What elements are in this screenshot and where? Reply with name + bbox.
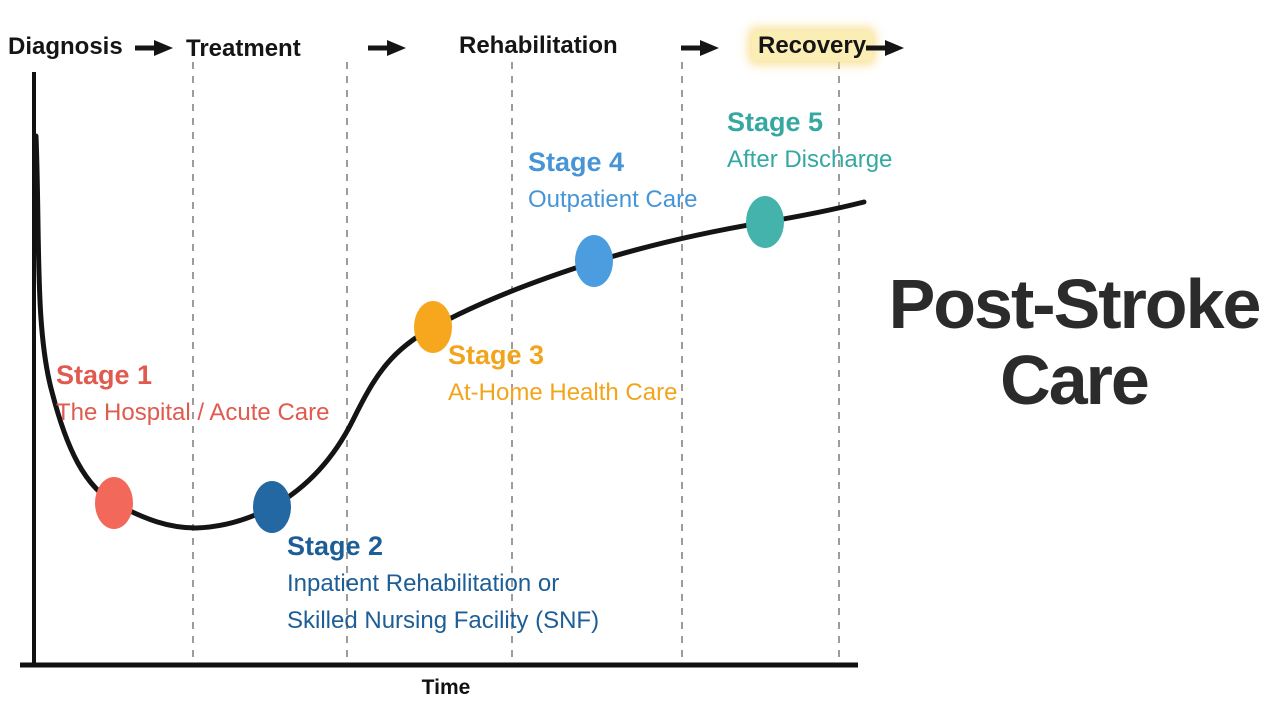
stage-5-description: After Discharge	[727, 146, 893, 173]
stage-4-name: Stage 4	[528, 147, 625, 177]
dashed-gridlines	[192, 62, 840, 663]
stage-5-dot	[746, 196, 784, 248]
stage-5-label-block: Stage 5 After Discharge	[727, 104, 892, 178]
flow-step-recovery: Recovery	[752, 31, 873, 61]
flow-arrow-icon	[135, 40, 173, 56]
page-title-line-1: Post-Stroke	[888, 265, 1262, 343]
flow-step-treatment: Treatment	[186, 35, 301, 62]
stage-3-name: Stage 3	[448, 340, 545, 370]
page-title-line-2: Care	[1000, 341, 1150, 419]
flow-arrow-icon	[681, 40, 719, 56]
stage-4-dot	[575, 235, 613, 287]
stage-2-dot	[253, 481, 291, 533]
stage-5-name: Stage 5	[727, 107, 824, 137]
stage-3-description: At-Home Health Care	[448, 379, 678, 406]
flow-step-diagnosis: Diagnosis	[8, 33, 123, 60]
stage-2-name: Stage 2	[287, 531, 384, 561]
x-axis-label: Time	[421, 676, 471, 699]
stage-2-description: Inpatient Rehabilitation or	[287, 570, 560, 597]
recovery-curve	[33, 133, 867, 531]
flow-step-rehabilitation: Rehabilitation	[459, 32, 618, 59]
stage-2-label-block: Stage 2 Inpatient Rehabilitation or Skil…	[287, 528, 599, 639]
page-title: Post-Stroke Care	[868, 266, 1280, 418]
flow-arrow-icon	[368, 40, 406, 56]
stage-1-label-block: Stage 1 The Hospital / Acute Care	[56, 357, 329, 431]
stage-2-description: Skilled Nursing Facility (SNF)	[287, 607, 600, 634]
stage-4-description: Outpatient Care	[528, 186, 698, 213]
flow-arrow-icon	[866, 40, 904, 56]
stage-1-dot	[95, 477, 133, 529]
stage-1-name: Stage 1	[56, 360, 153, 390]
stage-3-label-block: Stage 3 At-Home Health Care	[448, 337, 677, 411]
stage-1-description: The Hospital / Acute Care	[56, 399, 330, 426]
stage-3-dot	[414, 301, 452, 353]
stage-4-label-block: Stage 4 Outpatient Care	[528, 144, 697, 218]
